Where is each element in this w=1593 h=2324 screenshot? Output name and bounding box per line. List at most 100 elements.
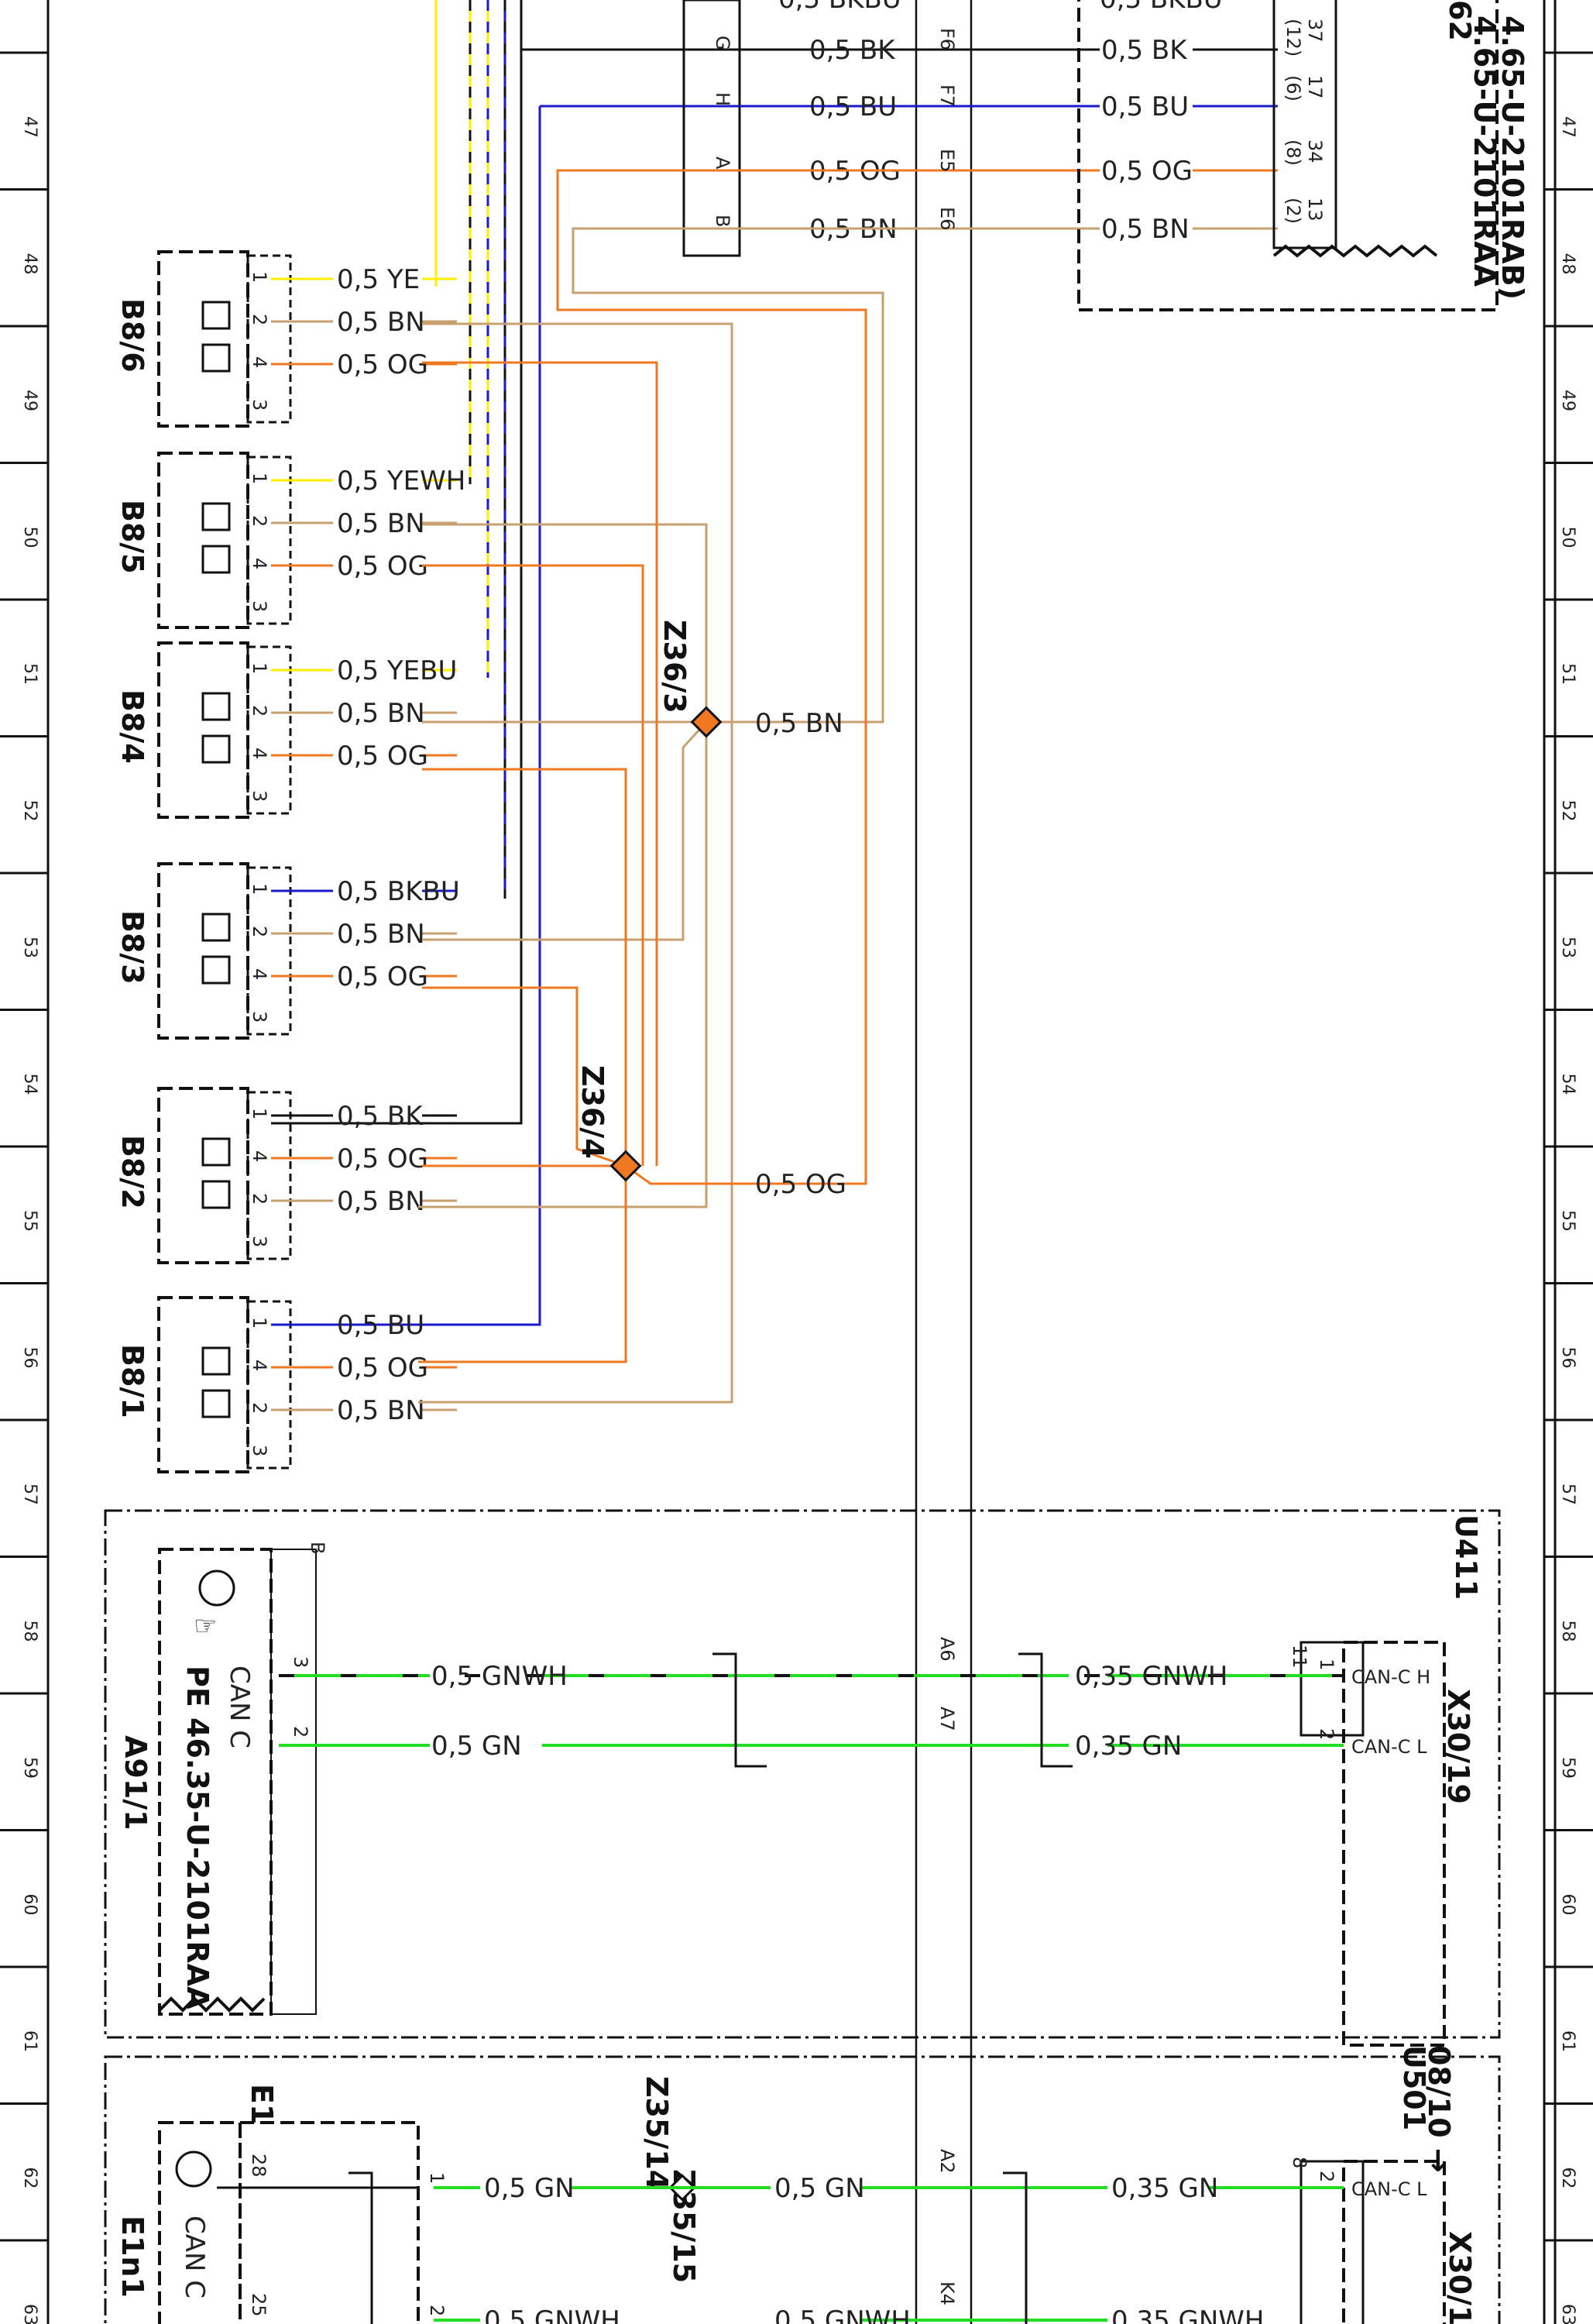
sensor-box xyxy=(157,1296,249,1473)
twist-marker xyxy=(712,1652,767,1768)
sensor-id: B8/3 xyxy=(115,910,149,985)
sensor-pin: 4 xyxy=(249,1150,270,1162)
sensor-pin: 1 xyxy=(249,1317,270,1329)
can-rlabel: 0,35 GNWH xyxy=(1075,1661,1227,1692)
grid-number: 49 xyxy=(1558,390,1578,411)
grid-number: 54 xyxy=(1558,1074,1578,1095)
twist-marker xyxy=(1003,2171,1028,2324)
sensor-element xyxy=(201,343,231,373)
og-routing xyxy=(418,169,916,1363)
sensor-pin: 3 xyxy=(249,1445,270,1456)
sensor-wire-label: 0,5 OG xyxy=(337,551,428,582)
sensor-wire-label: 0,5 OG xyxy=(337,1143,428,1174)
sensor-id: B8/4 xyxy=(115,689,149,764)
sensor-box xyxy=(157,250,249,428)
sensor-element xyxy=(201,734,231,764)
sensor-wire-label: 0,5 BN xyxy=(337,1395,425,1426)
sensor-wire-label: 0,5 OG xyxy=(337,741,428,772)
grid-number: 60 xyxy=(20,1894,39,1916)
top-conn: E6 xyxy=(936,207,958,230)
x30-19-label: X30/19 xyxy=(1441,1689,1475,1804)
lower-conn: A2 xyxy=(936,2149,958,2174)
e1n1-label: E1n1 xyxy=(115,2216,149,2298)
sensor-connector xyxy=(246,456,292,625)
lower-ref: 08/10 → xyxy=(1422,2045,1456,2173)
splice-z36-3-id: Z36/3 xyxy=(657,620,692,713)
can-signal: CAN-C L xyxy=(1351,1736,1427,1758)
sensor-id: B8/5 xyxy=(115,500,149,574)
sensor-pin: 1 xyxy=(249,1108,270,1119)
top-left-label: 0,5 BK xyxy=(809,35,896,66)
sensor-pin: 2 xyxy=(249,314,270,325)
sensor-pin: 1 xyxy=(249,662,270,674)
can-rpinx: 11 xyxy=(1289,1645,1310,1669)
can-conn: A7 xyxy=(936,1707,958,1731)
top-right-label: 0,5 OG xyxy=(1101,156,1193,187)
sensor-box xyxy=(157,641,249,819)
u501-label: U501 xyxy=(1397,2045,1431,2130)
sensor-pin: 2 xyxy=(249,515,270,527)
grid-number: 52 xyxy=(1558,800,1578,822)
sensor-element xyxy=(201,692,231,721)
lower-lpin: 1 xyxy=(426,2172,448,2184)
sensor-wire-label: 0,5 YEWH xyxy=(337,466,465,497)
lower-mid-label-2: 0,5 GNWH xyxy=(774,2305,911,2324)
grid-number: 53 xyxy=(1558,937,1578,958)
sensor-wire-label: 0,5 OG xyxy=(337,961,428,992)
lower-lpin-2: 2 xyxy=(426,2305,448,2316)
grid-number: 50 xyxy=(1558,527,1578,548)
sensor-wire-label: 0,5 BK xyxy=(337,1101,424,1132)
can-conn: A6 xyxy=(936,1637,958,1662)
sensor-connector xyxy=(246,1091,292,1260)
top-pin: B xyxy=(712,215,733,227)
top-connector-block: 0,5 BKBU 0,5 BKBU xyxy=(682,0,1223,257)
top-partial-right-label: 0,5 BKBU xyxy=(1100,0,1223,15)
top-module: 62 4.65-U-2101RAA 4.65-U-2101RAB) xyxy=(1077,0,1529,311)
sensor-element xyxy=(201,913,231,942)
grid-number: 56 xyxy=(20,1347,39,1369)
grid-number: 56 xyxy=(1558,1347,1578,1369)
can-rlabel: 0,35 GN xyxy=(1075,1731,1182,1762)
sensor-box xyxy=(157,452,249,629)
sensor-pin: 2 xyxy=(249,705,270,717)
top-rpin: 34 xyxy=(1304,139,1326,163)
sensor-id: B8/6 xyxy=(115,298,149,373)
top-conn: F6 xyxy=(936,28,958,50)
grid-number: 47 xyxy=(1558,116,1578,138)
sensor-pin: 4 xyxy=(249,1360,270,1371)
pin-28: 28 xyxy=(248,2154,270,2178)
top-rpin2: (2) xyxy=(1282,198,1304,224)
sensor-element xyxy=(201,1180,231,1209)
sensor-id: B8/2 xyxy=(115,1135,149,1209)
can-lpin: 3 xyxy=(290,1656,311,1668)
sensor-connector xyxy=(246,866,292,1036)
splice-z36-4: Z36/4 0,5 OG xyxy=(575,1065,846,1200)
top-right-label: 0,5 BK xyxy=(1101,35,1188,66)
sensor-pin: 4 xyxy=(249,968,270,980)
grid-number: 55 xyxy=(20,1210,39,1232)
sensor-connector xyxy=(246,1300,292,1470)
top-conn: E5 xyxy=(936,149,958,172)
grid-number: 61 xyxy=(1558,2030,1578,2052)
hand-icon: ☞ xyxy=(194,1611,217,1642)
top-partial-left-label: 0,5 BKBU xyxy=(778,0,901,15)
lower-rlabel: 0,35 GN xyxy=(1111,2173,1218,2204)
grid-number: 57 xyxy=(20,1483,39,1505)
sensor-element xyxy=(201,955,231,985)
top-right-label: 0,5 BU xyxy=(1101,91,1189,122)
splice-z36-3: Z36/3 0,5 BN xyxy=(657,620,843,739)
grid-number: 48 xyxy=(1558,253,1578,275)
lower-signal: CAN-C L xyxy=(1351,2178,1427,2200)
sensor-element xyxy=(201,1137,231,1167)
a91-ref: PE 46.35-U-2101RAA xyxy=(180,1666,215,2009)
grid-number: 62 xyxy=(1558,2168,1578,2189)
sensor-wire-label: 0,5 YEBU xyxy=(337,655,457,686)
